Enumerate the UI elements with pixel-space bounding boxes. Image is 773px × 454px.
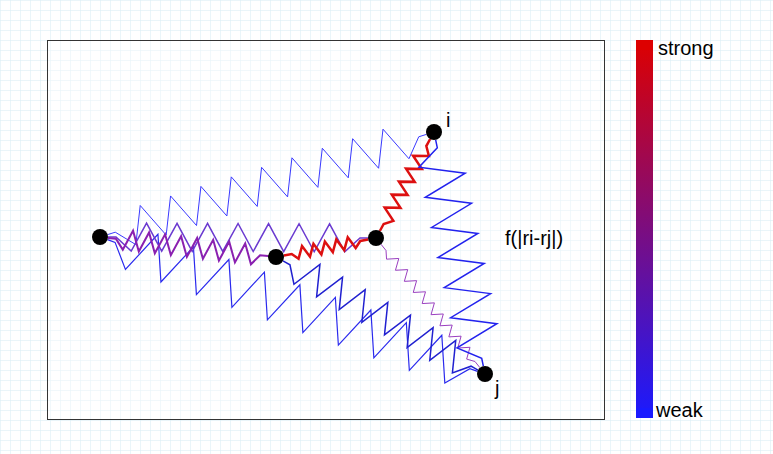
spring-connector xyxy=(419,140,497,366)
spring xyxy=(108,234,478,383)
spring xyxy=(284,237,368,259)
particle-label: j xyxy=(495,378,499,398)
legend-label: strong xyxy=(658,38,714,58)
spring xyxy=(108,231,268,265)
particle-label: i xyxy=(446,110,450,130)
legend-swatch xyxy=(636,408,653,418)
spring xyxy=(380,139,430,231)
particle xyxy=(268,249,284,265)
function-label: f(|ri-rj|) xyxy=(505,228,563,248)
spring xyxy=(283,261,478,373)
particle-node: i xyxy=(426,124,442,140)
spring xyxy=(381,244,480,368)
legend-swatch xyxy=(636,40,653,50)
particle xyxy=(368,230,384,246)
particle xyxy=(92,229,108,245)
particle-node: j xyxy=(477,366,493,382)
frame xyxy=(48,41,605,420)
colorbar xyxy=(636,40,653,418)
legend-label: weak xyxy=(656,400,703,420)
